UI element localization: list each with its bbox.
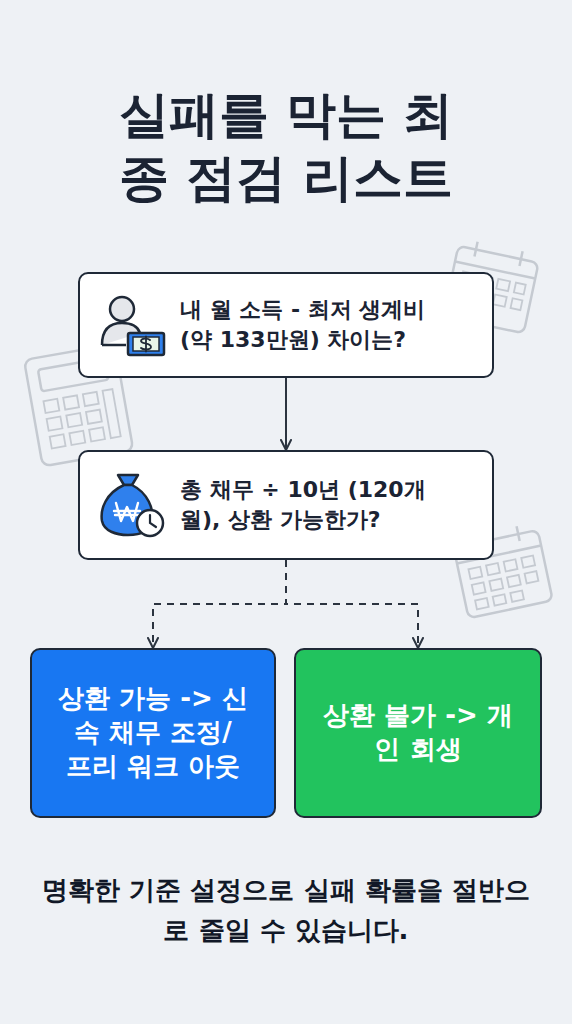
title-text: 실패를 막는 최종 점검 리스트 [90,84,482,210]
drawing-part [493,594,507,605]
drawing-part [493,295,507,307]
drawing-part [510,591,524,602]
result-box: 상환 불가 -> 개인 회생 [294,648,542,818]
drawing-part [128,333,164,355]
drawing-part [50,434,66,448]
drawing-part [66,413,82,427]
drawing-part [474,242,477,257]
flow-arrow [285,378,287,450]
drawing-part [517,526,520,541]
drawing-part [118,475,138,485]
drawing-part [43,399,59,413]
drawing-part [519,251,522,266]
person-money-icon [96,289,168,361]
title-block: 실패를 막는 최종 점검 리스트 [20,84,552,210]
drawing-part [133,337,159,351]
drawing-part [103,389,121,438]
drawing-part [141,337,151,352]
drawing-part [468,567,482,579]
drawing-part [86,410,102,424]
drawing-part [69,431,85,445]
caption-block: 명확한 기준 설정으로 실패 확률을 절반으로 줄일 수 있습니다. [20,870,552,951]
drawing-part [507,575,521,587]
drawing-part [63,395,79,409]
drawing-part [472,582,486,594]
drawing-part [47,417,63,431]
result-box: 상환 가능 -> 신속 채무 조정/ 프리 워크 아웃 [30,648,276,818]
drawing-part [511,298,523,310]
drawing-part [83,392,99,406]
drawing-part [521,555,535,567]
drawing-part [496,279,510,291]
caption-text: 명확한 기준 설정으로 실패 확률을 절반으로 줄일 수 있습니다. [36,870,536,951]
flow-arrow [286,560,418,648]
drawing-part [150,515,156,527]
node-text: 총 채무 ÷ 10년 (120개월), 상환 가능한가? [180,475,452,534]
drawing-part [514,283,526,295]
drawing-part [504,559,518,571]
question-box: 내 월 소득 - 최저 생계비 (약 133만원) 차이는? [78,272,494,378]
question-box: 총 채무 ÷ 10년 (120개월), 상환 가능한가? [78,450,494,560]
drawing-part [475,598,489,609]
drawing-part [489,579,503,591]
drawing-part [102,344,126,347]
node-text: 상환 가능 -> 신속 채무 조정/ 프리 워크 아웃 [57,682,249,783]
drawing-part [486,563,500,575]
drawing-part [110,297,134,321]
drawing-part [114,503,140,521]
drawing-part [468,555,541,609]
drawing-part [525,571,539,583]
money-bag-clock-icon [96,469,168,541]
node-text: 내 월 소득 - 최저 생계비 (약 133만원) 차이는? [180,295,432,354]
node-text: 상환 불가 -> 개인 회생 [322,699,514,767]
drawing-part [137,510,163,536]
drawing-part [43,389,120,448]
drawing-part [89,427,105,441]
flow-arrow [153,560,286,648]
